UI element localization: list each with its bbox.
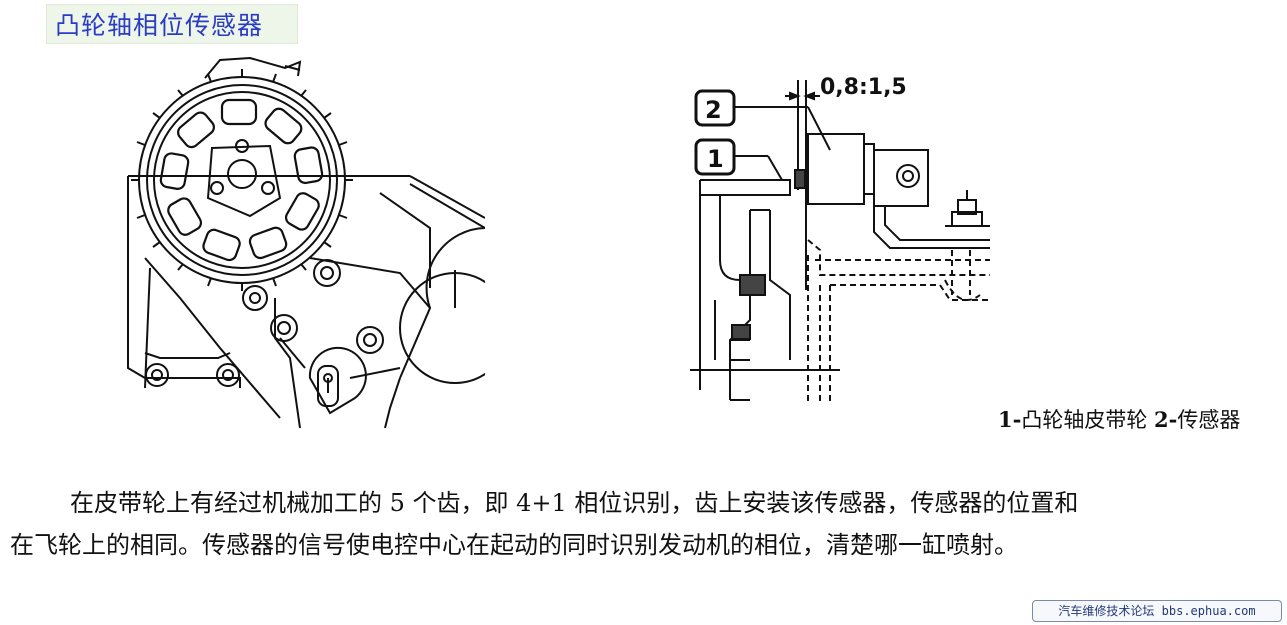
callout-2: 2: [705, 96, 722, 124]
caption-number-2: 2-: [1154, 407, 1178, 432]
body-paragraph: 在皮带轮上有经过机械加工的 5 个齿，即 4+1 相位识别，齿上安装该传感器，传…: [10, 482, 1285, 566]
camshaft-pulley-drawing: [127, 56, 485, 428]
dimension-label: 0,8:1,5: [820, 75, 907, 100]
title-highlight: [46, 4, 298, 44]
sensor-section-drawing: 0,8:1,5 2 1: [690, 75, 990, 405]
figure-caption: 1-凸轮轴皮带轮 2-传感器: [998, 404, 1240, 434]
body-line-1: 在皮带轮上有经过机械加工的 5 个齿，即 4+1 相位识别，齿上安装该传感器，传…: [70, 489, 1079, 517]
page-title: 凸轮轴相位传感器: [55, 11, 264, 40]
body-line-2: 在飞轮上的相同。传感器的信号使电控中心在起动的同时识别发动机的相位，清楚哪一缸喷…: [10, 531, 1018, 559]
site-watermark: 汽车维修技术论坛 bbs.ephua.com: [1032, 600, 1282, 622]
callout-1: 1: [707, 145, 724, 173]
caption-text-2: 传感器: [1177, 408, 1241, 432]
caption-text-1: 凸轮轴皮带轮: [1021, 408, 1148, 432]
caption-number-1: 1-: [998, 407, 1022, 432]
